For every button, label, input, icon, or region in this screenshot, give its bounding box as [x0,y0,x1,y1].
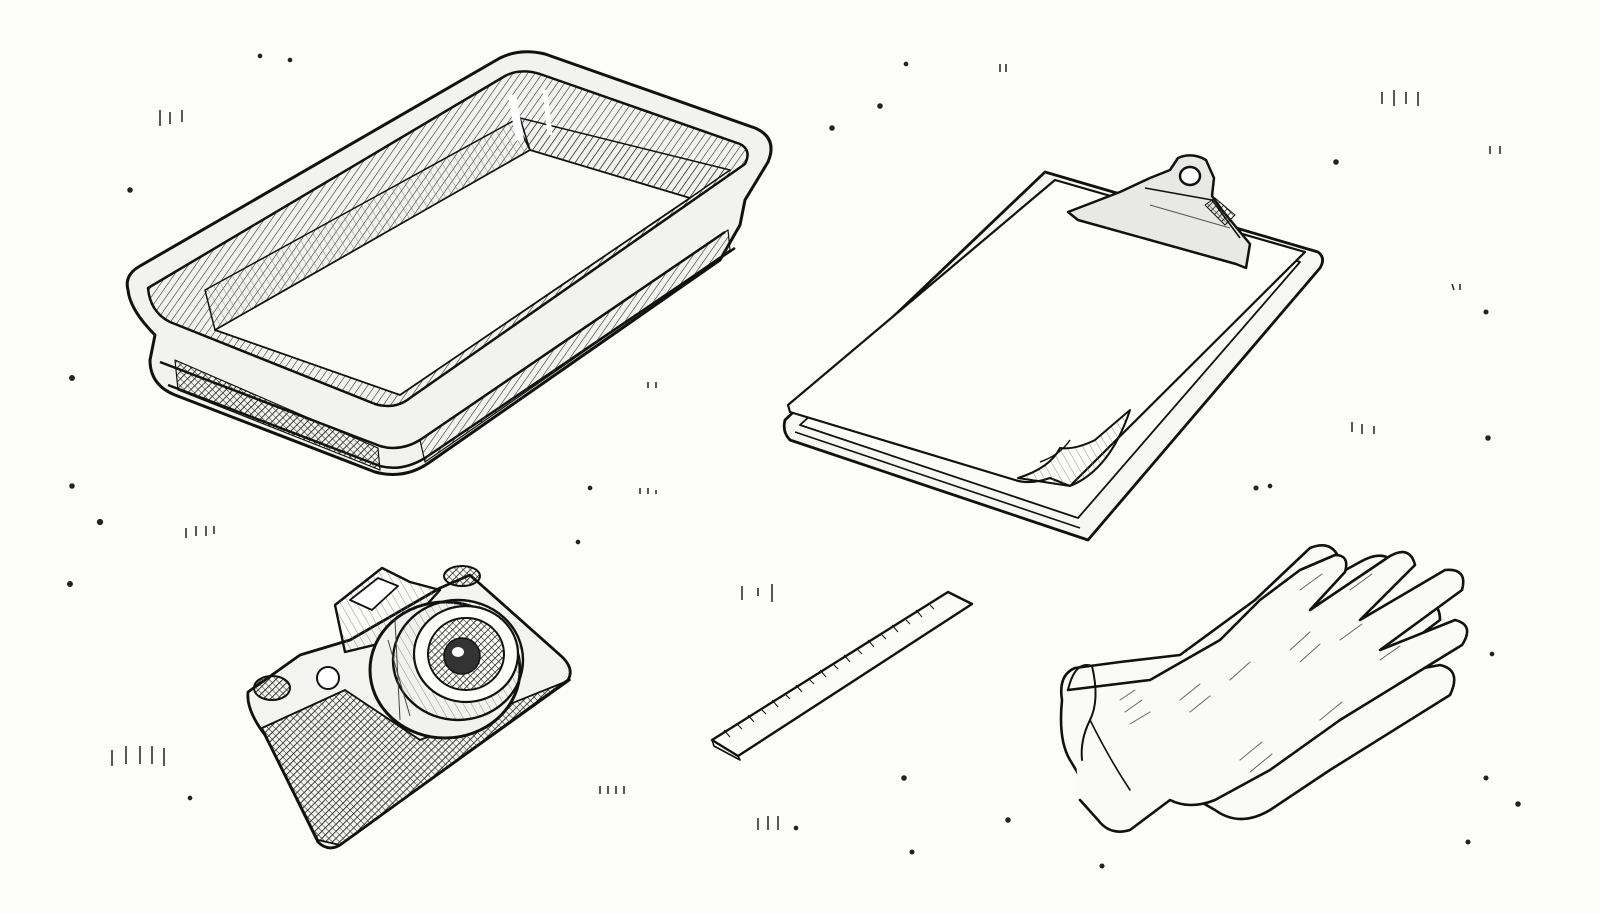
camera-icon [246,565,572,850]
tray-icon [125,50,773,476]
ruler-icon [710,590,974,761]
gloves-icon [1059,544,1469,833]
background-marks [67,53,1521,869]
clipboard-icon [782,154,1324,542]
